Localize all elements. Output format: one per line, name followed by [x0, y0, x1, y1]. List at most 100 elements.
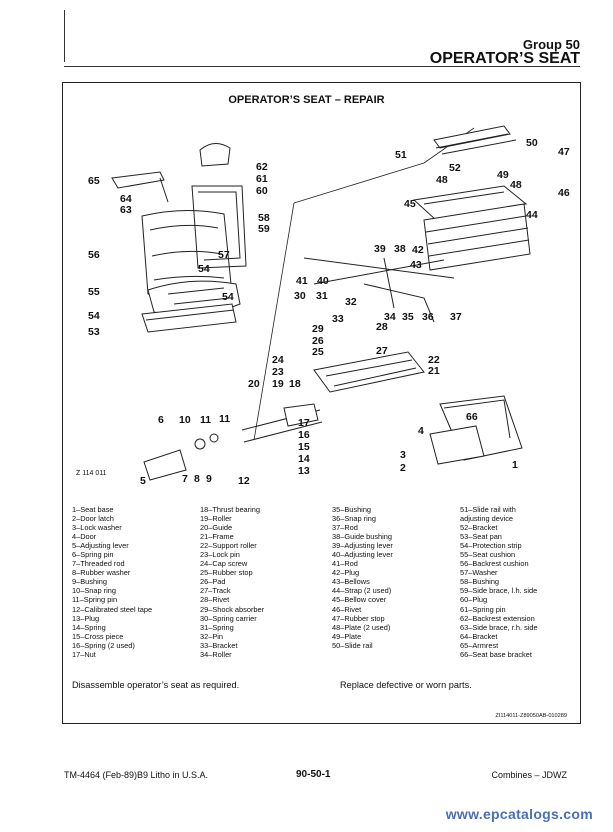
- callout-56: 56: [88, 249, 100, 261]
- legend-item: 17–Nut: [72, 649, 96, 659]
- section-title: OPERATOR’S SEAT – REPAIR: [228, 94, 385, 106]
- callout-4: 4: [418, 425, 424, 437]
- callout-9: 9: [206, 473, 212, 485]
- legend-item: 66–Seat base bracket: [460, 649, 532, 659]
- callout-7: 7: [182, 473, 188, 485]
- callout-3: 3: [400, 449, 406, 461]
- legend-item: 39–Adjusting lever: [332, 541, 393, 551]
- callout-53: 53: [88, 326, 100, 338]
- legend-item: 13–Plug: [72, 613, 100, 623]
- callout-59: 59: [258, 223, 270, 235]
- figure-frame: [62, 82, 581, 724]
- callout-54-top: 54: [198, 263, 210, 275]
- legend-item: 34–Roller: [200, 649, 232, 659]
- legend-item: 35–Bushing: [332, 505, 372, 514]
- legend-item: 9–Bushing: [72, 577, 107, 587]
- legend-column-1: 1–Seat base 2–Door latch 3–Lock washer 4…: [72, 505, 196, 659]
- callout-6: 6: [158, 414, 164, 426]
- callout-38: 38: [394, 243, 406, 255]
- legend-item: 54–Protection strip: [460, 541, 522, 551]
- legend-column-3: 35–Bushing 36–Snap ring 37–Rod 38–Guide …: [332, 505, 456, 650]
- callout-17: 17: [298, 417, 310, 429]
- legend-item: 36–Snap ring: [332, 514, 376, 524]
- legend-item: 38–Guide bushing: [332, 532, 392, 542]
- legend-item: 30–Spring carrier: [200, 613, 257, 623]
- callout-39: 39: [374, 243, 386, 255]
- callout-16: 16: [298, 429, 310, 441]
- group-label: Group 50: [522, 37, 580, 52]
- callout-46: 46: [558, 187, 570, 199]
- note-disassemble: Disassemble operator’s seat as required.: [72, 680, 240, 690]
- legend-item: 28–Rivet: [200, 595, 230, 605]
- legend-item: 59–Side brace, l.h. side: [460, 586, 538, 596]
- legend-item: 18–Thrust bearing: [200, 505, 260, 514]
- callout-40: 40: [317, 275, 329, 287]
- legend-item: 52–Bracket: [460, 523, 498, 533]
- image-code: ZI114011-Z89050AB-010289: [495, 713, 567, 719]
- callout-26: 26: [312, 335, 324, 347]
- legend-item: 10–Snap ring: [72, 586, 116, 596]
- callout-34: 34: [384, 311, 396, 323]
- legend-item: adjusting device: [460, 514, 514, 524]
- legend-item: 20–Guide: [200, 523, 233, 533]
- legend-item: 26–Pad: [200, 577, 226, 587]
- callout-30: 30: [294, 290, 306, 302]
- footer-product: Combines – JDWZ: [491, 770, 567, 780]
- legend-item: 51–Slide rail with: [460, 505, 516, 514]
- callout-37: 37: [450, 311, 462, 323]
- legend-item: 12–Calibrated steel tape: [72, 604, 153, 614]
- legend-item: 8–Rubber washer: [72, 568, 131, 578]
- callout-55: 55: [88, 286, 100, 298]
- callout-44: 44: [526, 209, 538, 221]
- callout-54: 54: [222, 291, 234, 303]
- callout-20: 20: [248, 378, 260, 390]
- note-replace: Replace defective or worn parts.: [340, 680, 472, 690]
- legend-item: 46–Rivet: [332, 604, 362, 614]
- legend-item: 41–Rod: [332, 559, 358, 569]
- callout-21: 21: [428, 365, 440, 377]
- callout-14: 14: [298, 453, 310, 465]
- legend-item: 45–Bellow cover: [332, 595, 387, 605]
- callout-24: 24: [272, 354, 284, 366]
- legend-item: 24–Cap screw: [200, 559, 248, 569]
- callout-49: 49: [497, 169, 509, 181]
- legend-item: 29–Shock absorber: [200, 604, 265, 614]
- legend-item: 15–Cross piece: [72, 631, 124, 641]
- callout-11: 11: [200, 414, 211, 426]
- callout-48-top: 48: [436, 174, 448, 186]
- callout-33: 33: [332, 313, 344, 325]
- callout-36: 36: [422, 311, 434, 323]
- legend-item: 61–Spring pin: [460, 604, 506, 614]
- callout-60: 60: [256, 185, 268, 197]
- legend-item: 63–Side brace, r.h. side: [460, 622, 538, 632]
- callout-11b: 11: [219, 413, 230, 425]
- figure-id: Z 114 011: [76, 470, 107, 477]
- legend-item: 62–Backrest extension: [460, 613, 535, 623]
- legend-item: 2–Door latch: [72, 514, 114, 524]
- callout-64: 64: [120, 193, 132, 205]
- callout-19: 19: [272, 378, 284, 390]
- callout-8: 8: [194, 473, 200, 485]
- callout-58: 58: [258, 212, 270, 224]
- callout-61: 61: [256, 173, 268, 185]
- legend-column-4: 51–Slide rail with adjusting device 52–B…: [460, 505, 578, 659]
- legend-item: 21–Frame: [200, 532, 234, 542]
- legend-item: 37–Rod: [332, 523, 358, 533]
- legend-item: 48–Plate (2 used): [332, 622, 391, 632]
- callout-41: 41: [296, 275, 308, 287]
- legend-item: 16–Spring (2 used): [72, 640, 135, 650]
- legend-item: 32–Pin: [200, 631, 224, 641]
- legend-item: 31–Spring: [200, 622, 234, 632]
- footer-page-number: 90-50-1: [296, 769, 331, 780]
- callout-15: 15: [298, 441, 310, 453]
- legend-item: 65–Armrest: [460, 640, 499, 650]
- callout-52: 52: [449, 162, 461, 174]
- legend-item: 19–Roller: [200, 514, 232, 524]
- header-rule-horizontal: [64, 66, 580, 67]
- page-title: OPERATOR’S SEAT: [429, 50, 580, 67]
- legend-item: 27–Track: [200, 586, 231, 596]
- legend-item: 23–Lock pin: [200, 550, 240, 560]
- legend-item: 6–Spring pin: [72, 550, 114, 560]
- legend-item: 14–Spring: [72, 622, 106, 632]
- callout-48: 48: [510, 179, 522, 191]
